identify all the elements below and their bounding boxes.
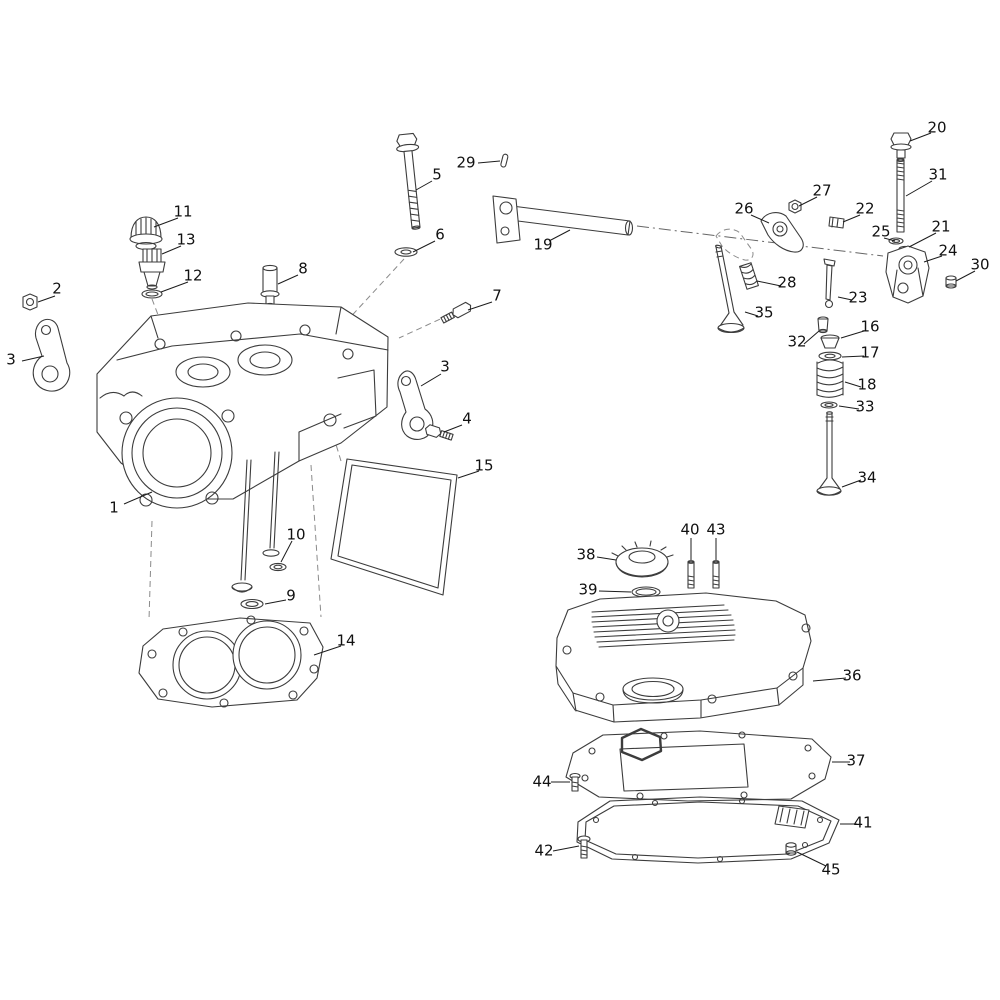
part-37-gasket-plate bbox=[565, 727, 832, 802]
part-33-washer bbox=[820, 401, 838, 409]
part-5-bolt bbox=[396, 132, 421, 230]
leader-line-38 bbox=[596, 556, 617, 561]
leader-line-45 bbox=[796, 851, 827, 867]
leader-line-21 bbox=[908, 232, 937, 248]
leader-line-16 bbox=[840, 330, 865, 339]
part-3-bracket-left bbox=[32, 318, 71, 392]
leader-line-1 bbox=[123, 491, 153, 505]
part-38-oil-filler-cap bbox=[611, 540, 674, 578]
part-19-rocker-shaft bbox=[492, 195, 634, 244]
part-43-stud bbox=[712, 560, 720, 589]
leader-line-28 bbox=[756, 280, 782, 287]
part-14-head-gasket bbox=[138, 615, 324, 708]
part-36-valve-cover bbox=[555, 592, 812, 723]
leader-line-26 bbox=[750, 214, 770, 224]
part-42-bolt bbox=[577, 835, 591, 859]
leader-line-33 bbox=[838, 405, 860, 410]
leader-line-8 bbox=[277, 274, 299, 285]
leader-line-22 bbox=[842, 214, 861, 223]
part-17-spring-seat bbox=[818, 351, 842, 361]
leader-line-20 bbox=[909, 132, 932, 142]
leader-line-29 bbox=[477, 160, 501, 164]
leader-line-19 bbox=[548, 229, 571, 242]
part-22-nut bbox=[828, 216, 845, 229]
part-2-nut bbox=[22, 293, 38, 311]
part-16-spring-retainer bbox=[820, 334, 840, 349]
part-7-bolt bbox=[440, 301, 472, 324]
part-26-rocker-arm bbox=[760, 212, 804, 253]
leader-line-30 bbox=[955, 270, 976, 282]
leader-line-2 bbox=[37, 295, 56, 303]
part-45-cap bbox=[785, 842, 797, 856]
part-1-cylinder-head bbox=[96, 302, 389, 593]
part-27-nut bbox=[788, 199, 802, 214]
leader-line-31 bbox=[905, 180, 933, 197]
leader-line-14 bbox=[313, 645, 342, 656]
leader-line-17 bbox=[841, 355, 865, 358]
leader-line-35 bbox=[744, 311, 759, 317]
leader-line-6 bbox=[412, 240, 436, 253]
leader-line-3 bbox=[21, 355, 45, 362]
leader-line-42 bbox=[552, 845, 580, 852]
leader-line-5 bbox=[415, 180, 433, 191]
leader-line-7 bbox=[467, 301, 493, 311]
part-44-bolt bbox=[569, 772, 581, 792]
leader-line-25 bbox=[883, 237, 896, 242]
leader-line-34 bbox=[841, 479, 862, 488]
part-11-cap bbox=[129, 216, 163, 251]
part-20-bolt bbox=[890, 132, 912, 159]
leader-lines bbox=[21, 132, 976, 867]
leader-line-23 bbox=[837, 296, 853, 301]
part-12-oring bbox=[141, 289, 163, 299]
leader-line-18 bbox=[844, 381, 862, 388]
phantom-rocker-outline bbox=[715, 228, 754, 261]
leader-line-36 bbox=[812, 677, 847, 682]
part-31-stud bbox=[896, 158, 905, 233]
part-40-stud bbox=[687, 560, 695, 589]
leader-line-15 bbox=[457, 470, 480, 479]
part-15-plate bbox=[330, 458, 458, 596]
part-23-adjuster-screw bbox=[823, 258, 836, 309]
leader-line-11 bbox=[153, 217, 179, 228]
leader-line-32 bbox=[803, 330, 820, 345]
part-13-sensor bbox=[138, 248, 166, 290]
part-41-gasket bbox=[576, 796, 840, 864]
leader-line-4 bbox=[443, 424, 463, 433]
part-34-valve bbox=[816, 411, 842, 496]
leader-line-10 bbox=[280, 540, 293, 563]
leader-line-24 bbox=[923, 255, 943, 263]
part-29-pin bbox=[500, 153, 509, 168]
part-9-valve-seal bbox=[240, 598, 264, 610]
part-6-washer bbox=[394, 247, 418, 257]
part-30-cap bbox=[945, 275, 957, 289]
leader-line-9 bbox=[264, 599, 287, 605]
leader-line-27 bbox=[798, 196, 818, 207]
part-28-spring bbox=[739, 262, 759, 290]
part-4-bolt bbox=[424, 424, 454, 441]
part-35-valve bbox=[715, 244, 745, 334]
part-25-washer bbox=[888, 237, 904, 245]
part-3-bracket-right bbox=[397, 370, 434, 440]
leader-line-12 bbox=[160, 281, 189, 293]
part-10-valve-seal bbox=[269, 562, 287, 572]
leader-line-3 bbox=[420, 373, 442, 387]
part-8-valve-guide bbox=[260, 264, 280, 308]
leader-line-39 bbox=[598, 590, 632, 593]
part-32-tappet bbox=[817, 316, 829, 334]
leader-line-13 bbox=[161, 245, 182, 255]
part-24-rocker-support bbox=[885, 245, 930, 304]
part-18-valve-spring bbox=[816, 359, 844, 398]
